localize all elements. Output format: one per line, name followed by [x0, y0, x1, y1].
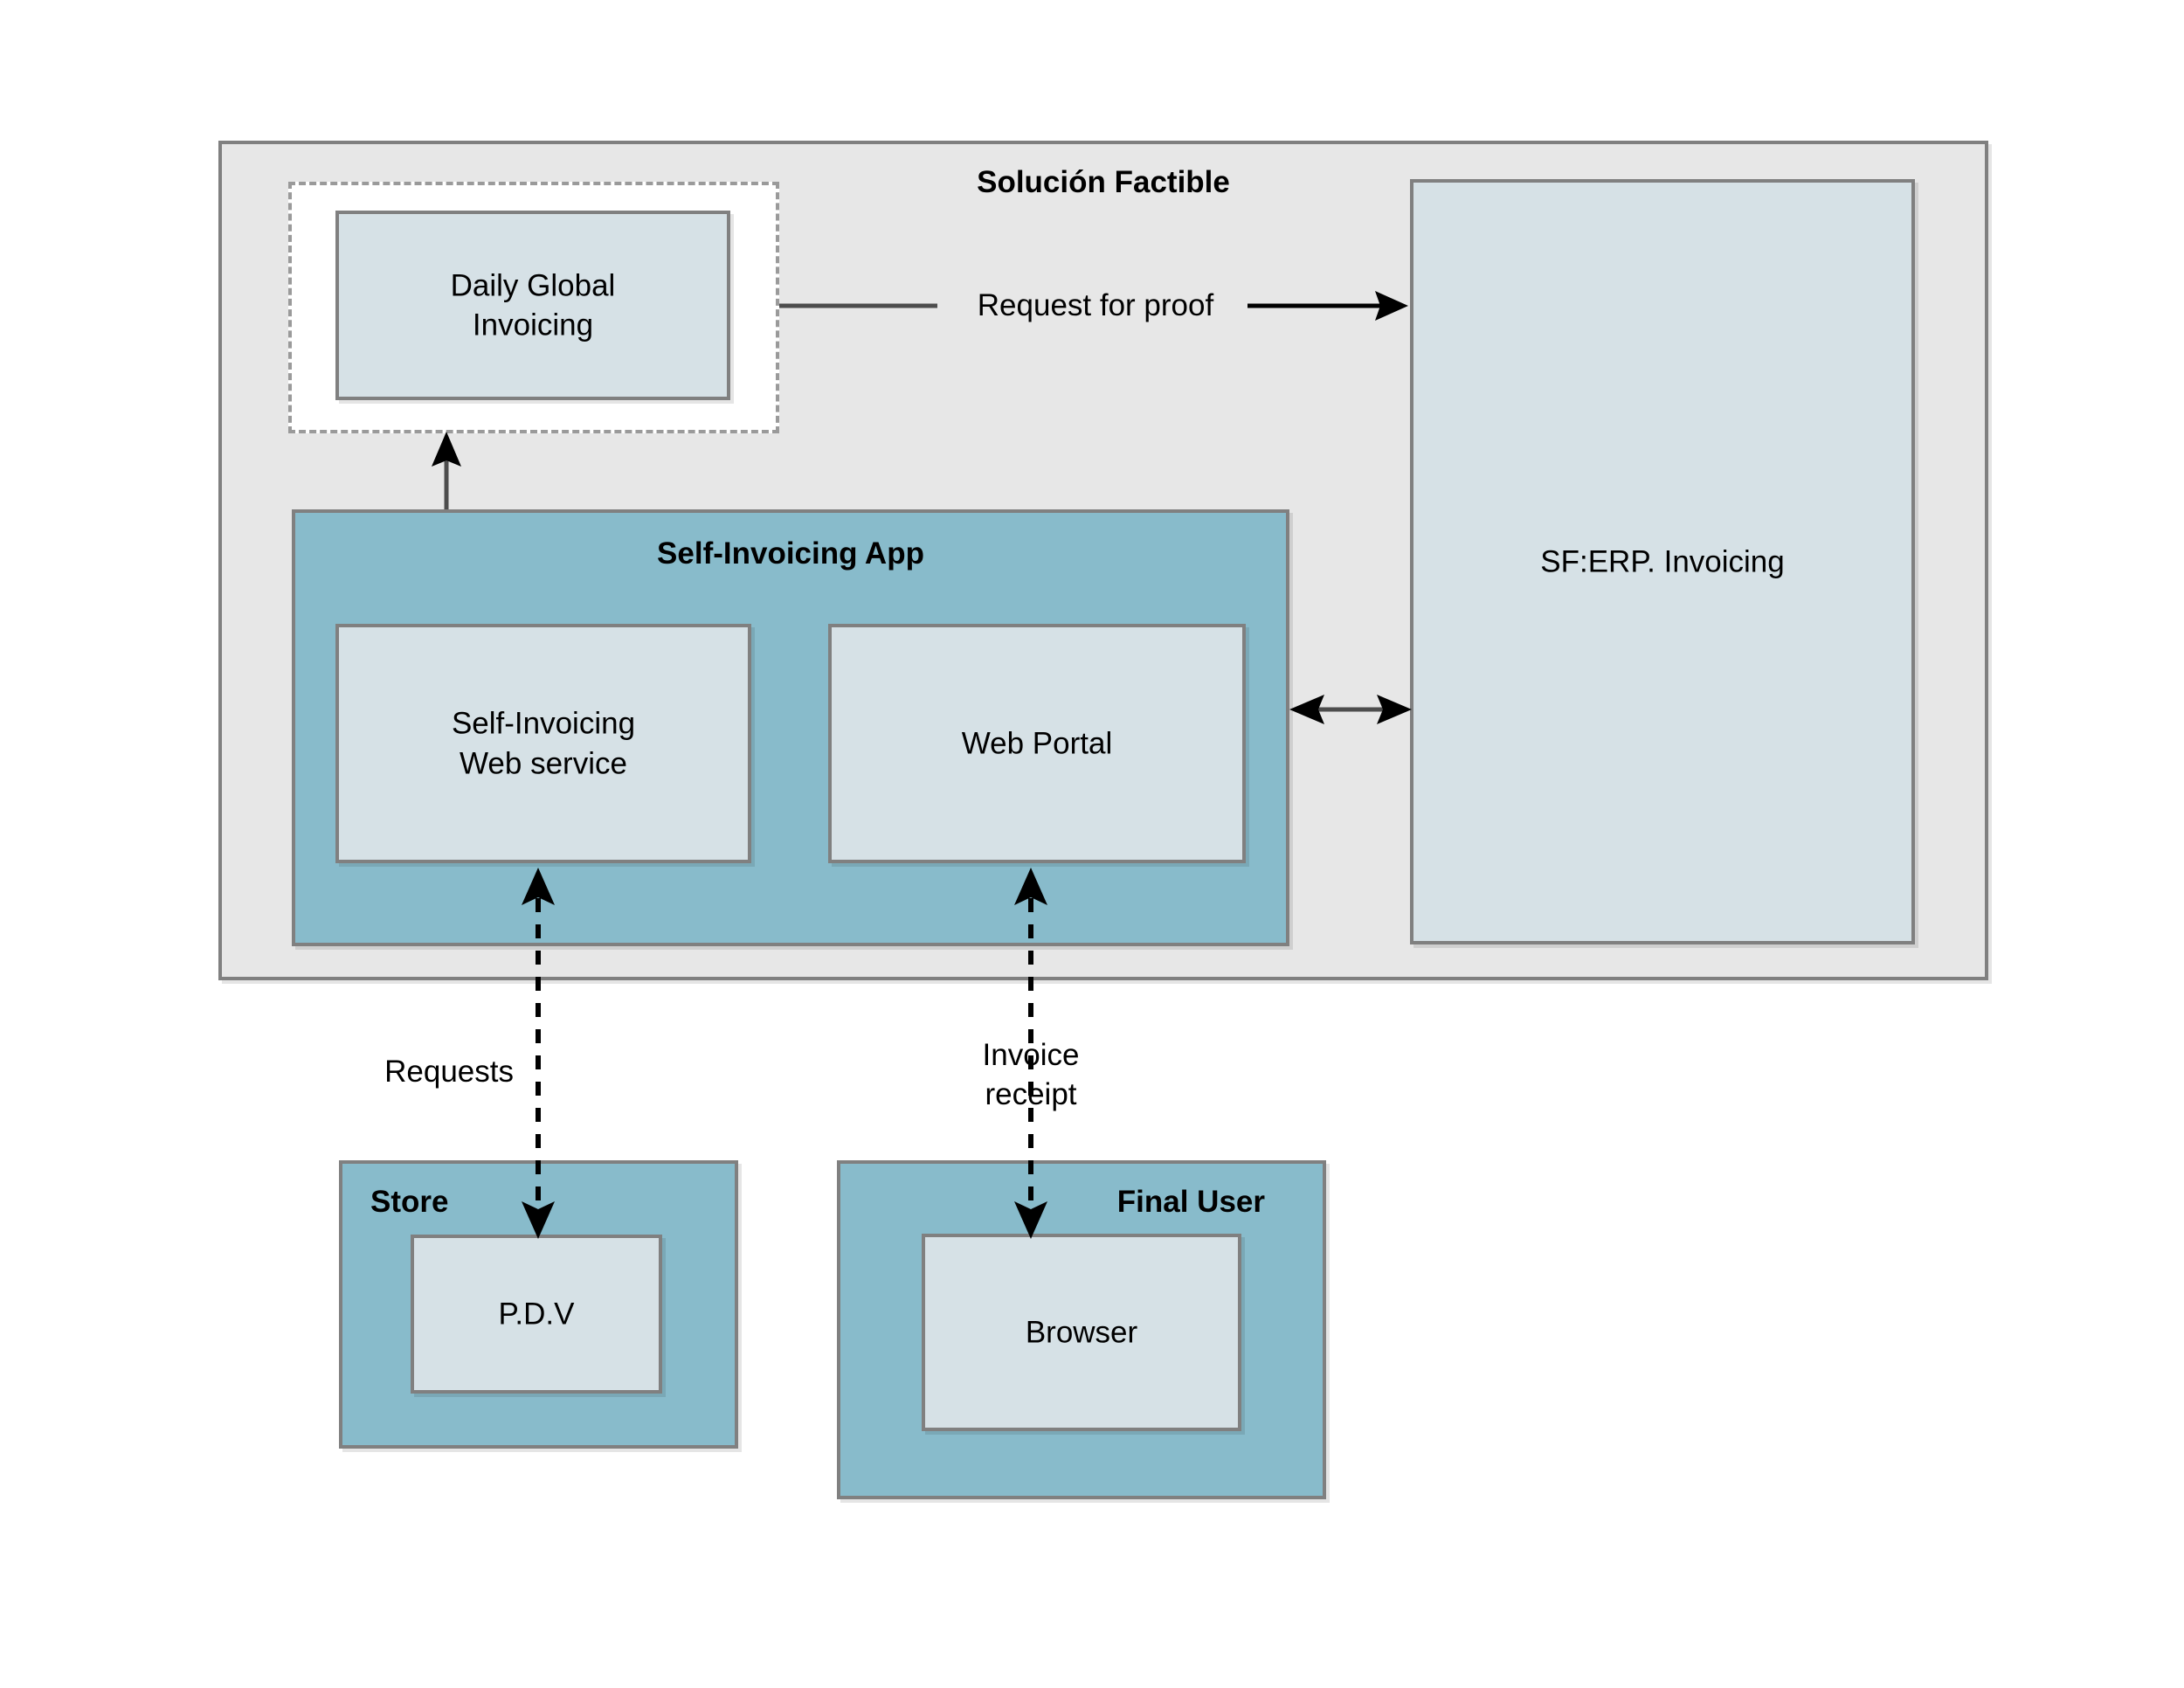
- web-portal-label: Web Portal: [961, 726, 1113, 761]
- requests-arrowhead-down: [522, 1201, 555, 1239]
- web-portal-sferp-arrowhead-right: [1377, 695, 1412, 724]
- sf-erp-invoicing-node[interactable]: SF:ERP. Invoicing: [1410, 179, 1915, 944]
- web-portal-sferp-arrowhead-left: [1289, 695, 1324, 724]
- self-invoicing-web-service-label: Self-Invoicing Web service: [451, 706, 636, 781]
- solucion-factible-title: Solución Factible: [977, 165, 1230, 199]
- final-user-container: Final User: [837, 1160, 1326, 1499]
- invoice-receipt-label: Invoice receipt: [982, 1038, 1080, 1111]
- browser-node[interactable]: Browser: [922, 1234, 1241, 1431]
- store-title: Store: [370, 1185, 449, 1219]
- request-for-proof-label: Request for proof: [977, 288, 1214, 322]
- sf-erp-invoicing-label: SF:ERP. Invoicing: [1540, 544, 1785, 579]
- app-to-daily-global-arrowhead: [432, 432, 461, 467]
- self-invoicing-app-title: Self-Invoicing App: [657, 536, 924, 571]
- invoice-receipt-arrowhead-down: [1014, 1201, 1047, 1239]
- pdv-label: P.D.V: [498, 1297, 575, 1332]
- request-for-proof-arrowhead: [1375, 291, 1408, 321]
- requests-label: Requests: [384, 1055, 514, 1089]
- requests-arrowhead-up: [522, 868, 555, 905]
- invoice-receipt-arrowhead-up: [1014, 868, 1047, 905]
- daily-global-invoicing-node[interactable]: Daily Global Invoicing: [335, 211, 730, 400]
- self-invoicing-web-service-node[interactable]: Self-Invoicing Web service: [335, 624, 751, 863]
- final-user-title: Final User: [1116, 1185, 1265, 1219]
- web-portal-node[interactable]: Web Portal: [828, 624, 1246, 863]
- pdv-node[interactable]: P.D.V: [411, 1235, 662, 1394]
- daily-global-invoicing-label: Daily Global Invoicing: [450, 268, 616, 342]
- browser-label: Browser: [1025, 1315, 1138, 1350]
